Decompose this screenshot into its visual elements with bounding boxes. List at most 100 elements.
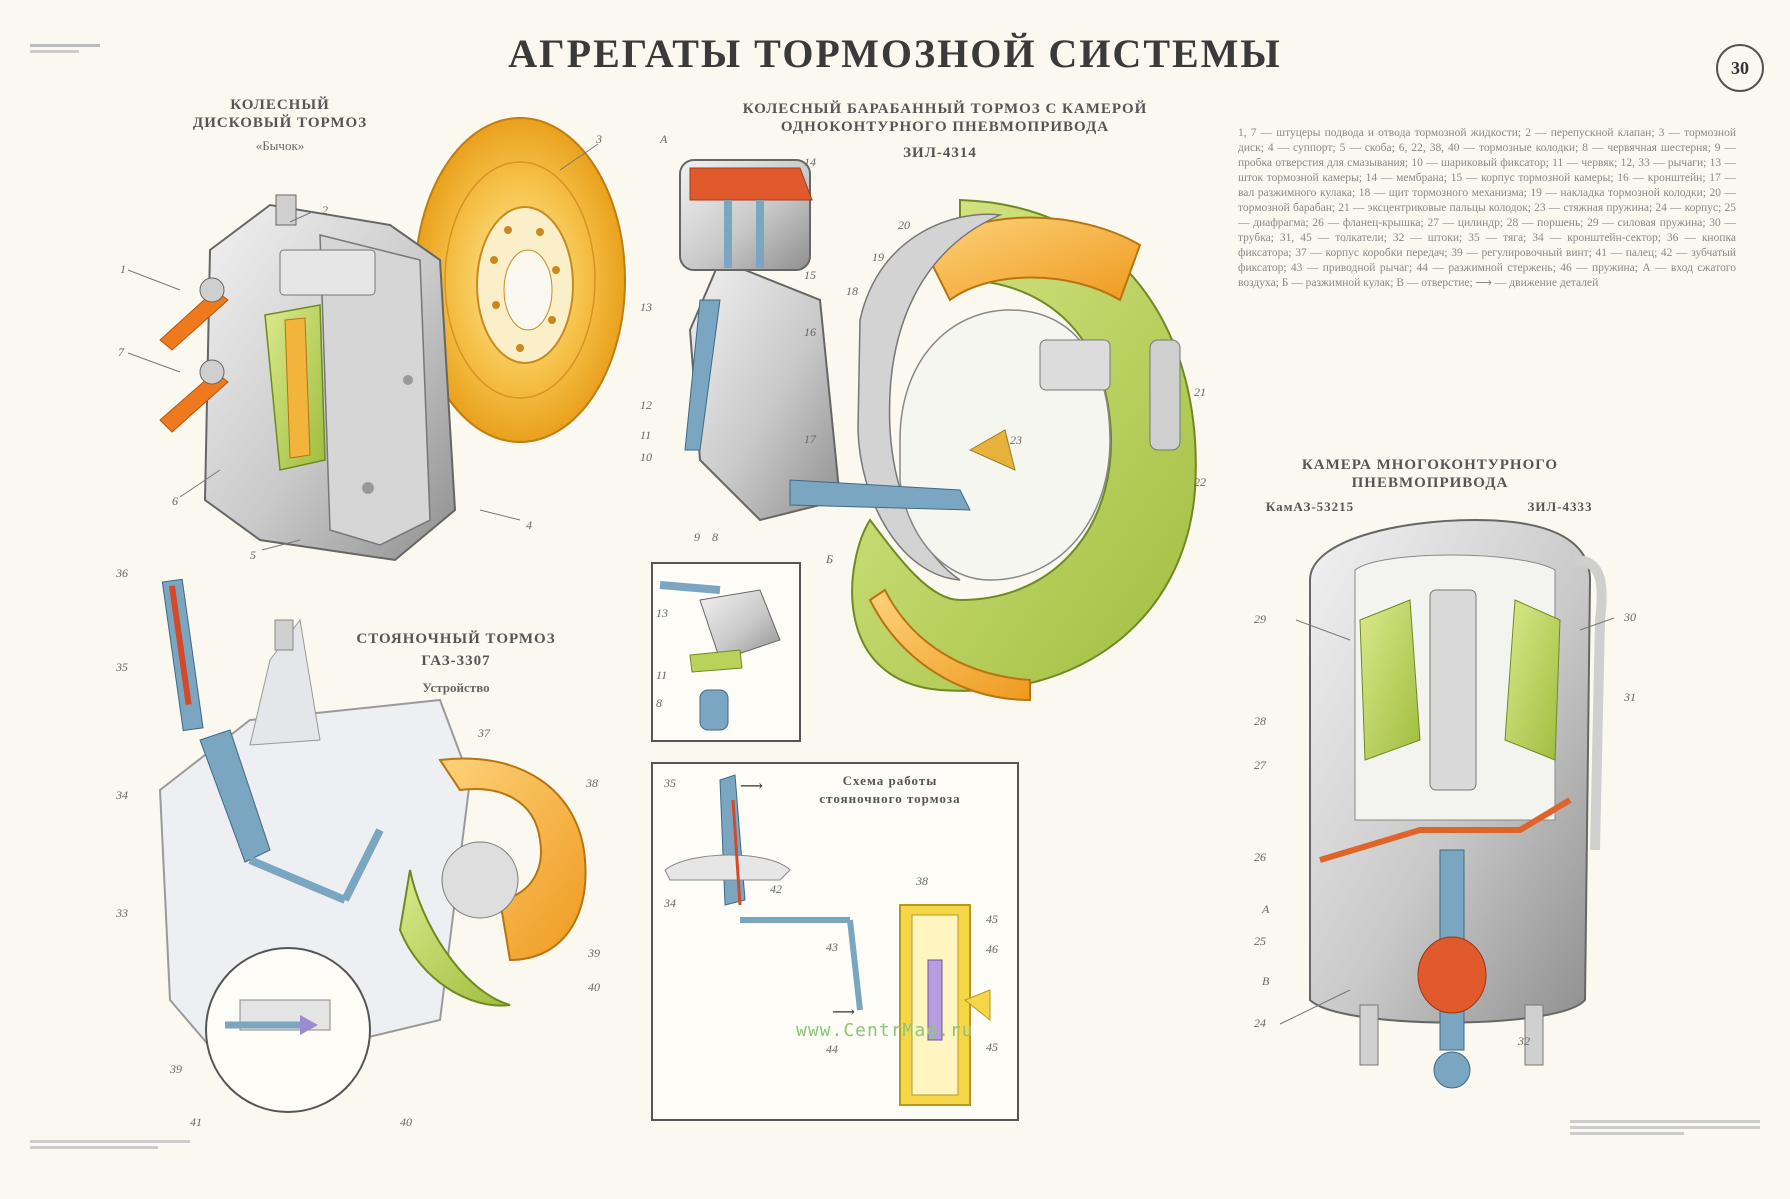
callout-36: 36 <box>116 566 128 580</box>
chamber-callout-32: 32 <box>1518 1034 1530 1048</box>
parts-legend: 1, 7 — штуцеры подвода и отвода тормозно… <box>1238 127 1736 289</box>
scheme-callout-46: 46 <box>986 942 998 956</box>
callout-B: Б <box>826 552 834 566</box>
parking-scheme-title-line1: Схема работы <box>842 773 938 788</box>
chamber-callout-30: 30 <box>1624 610 1636 624</box>
callout-6: 6 <box>172 494 178 508</box>
chamber-callout-A: А <box>1262 902 1270 916</box>
callout-13: 13 <box>640 300 652 314</box>
callout-3: 3 <box>596 132 602 146</box>
callout-14: 14 <box>804 155 816 169</box>
detail-callout-41: 41 <box>190 1115 202 1129</box>
scheme-callout-34: 34 <box>664 896 676 910</box>
callout-8: 8 <box>712 530 718 544</box>
disc-brake-title-line2: ДИСКОВЫЙ ТОРМОЗ <box>192 115 368 131</box>
scheme-callout-45: 45 <box>986 912 998 926</box>
callout-7: 7 <box>118 345 124 359</box>
chamber-title-line1: КАМЕРА МНОГОКОНТУРНОГО <box>1301 457 1559 473</box>
scheme-callout-44: 44 <box>826 1042 838 1056</box>
scheme-callout-38: 38 <box>916 874 928 888</box>
chamber-callout-27: 27 <box>1254 758 1266 772</box>
fitting-upper <box>159 289 229 351</box>
scheme-callout-45b: 45 <box>986 1040 998 1054</box>
callout-18: 18 <box>846 284 858 298</box>
inset-callout-8: 8 <box>656 696 662 710</box>
chamber-model-right: ЗИЛ-4333 <box>1527 499 1593 514</box>
parking-brake-model: ГАЗ-3307 <box>421 653 491 669</box>
disc-brake-model: «Бычок» <box>255 138 305 153</box>
callout-22: 22 <box>1194 475 1206 489</box>
callout-34: 34 <box>116 788 128 802</box>
callout-38: 38 <box>586 776 598 790</box>
parking-lever <box>199 729 271 863</box>
disc-brake-title-line1: КОЛЕСНЫЙ <box>230 97 330 113</box>
leader-lines <box>127 143 1615 1025</box>
drum-inset <box>651 562 801 742</box>
parking-scheme-diagram <box>651 762 1019 1121</box>
callout-19: 19 <box>872 250 884 264</box>
arrow-right-icon: ⟶ <box>740 776 763 795</box>
scheme-callout-35: 35 <box>664 776 676 790</box>
chamber-title-line2: ПНЕВМОПРИВОДА <box>1351 475 1509 491</box>
camshaft <box>789 479 971 511</box>
callout-11: 11 <box>640 428 652 442</box>
drum-brake-model: ЗИЛ-4314 <box>903 145 977 161</box>
drum-brake-illustration <box>679 159 1197 702</box>
parking-brake-illustration <box>158 578 587 1113</box>
callout-10: 10 <box>640 450 652 464</box>
parking-scheme-title-line2: стояночного тормоза <box>819 791 961 806</box>
chamber-callout-24: 24 <box>1254 1016 1266 1030</box>
chamber-callout-25: 25 <box>1254 934 1266 948</box>
disc-brake-illustration <box>159 117 626 562</box>
parking-brake-title: СТОЯНОЧНЫЙ ТОРМОЗ <box>356 631 556 647</box>
callout-35: 35 <box>116 660 128 674</box>
callout-2: 2 <box>322 203 328 217</box>
drum-brake-title-line1: КОЛЕСНЫЙ БАРАБАННЫЙ ТОРМОЗ С КАМЕРОЙ <box>742 101 1148 117</box>
detail-callout-40: 40 <box>400 1115 412 1129</box>
callout-23: 23 <box>1010 433 1022 447</box>
inset-callout-11: 11 <box>656 668 668 682</box>
disc-brake-title: КОЛЕСНЫЙ ДИСКОВЫЙ ТОРМОЗ <box>160 96 400 132</box>
callout-33: 33 <box>116 906 128 920</box>
chamber-callout-29: 29 <box>1254 612 1266 626</box>
callout-40: 40 <box>588 980 600 994</box>
slack-adjuster <box>684 299 721 451</box>
page-number-badge: 30 <box>1716 44 1764 92</box>
drum-lining-bottom <box>868 588 1031 702</box>
callout-9: 9 <box>694 530 700 544</box>
callout-20: 20 <box>898 218 910 232</box>
drum-brake-title-line2: ОДНОКОНТУРНОГО ПНЕВМОПРИВОДА <box>780 119 1110 135</box>
detail-callout-39: 39 <box>170 1062 182 1076</box>
chamber-pipe <box>1574 555 1607 851</box>
chamber-illustration <box>1309 518 1607 1089</box>
drum-brake-title: КОЛЕСНЫЙ БАРАБАННЫЙ ТОРМОЗ С КАМЕРОЙ ОДН… <box>700 100 1190 136</box>
chamber-callout-28: 28 <box>1254 714 1266 728</box>
callout-4: 4 <box>526 518 532 532</box>
callout-15: 15 <box>804 268 816 282</box>
scheme-callout-43: 43 <box>826 940 838 954</box>
callout-17: 17 <box>804 432 816 446</box>
parking-shoe <box>398 869 511 1007</box>
chamber-model-left: КамАЗ-53215 <box>1265 499 1355 514</box>
corner-print-bottom-right <box>1570 1120 1760 1135</box>
callout-16: 16 <box>804 325 816 339</box>
parking-brake-subtitle: Устройство <box>422 680 490 695</box>
chamber-callout-26: 26 <box>1254 850 1266 864</box>
callout-39: 39 <box>588 946 600 960</box>
chamber-title: КАМЕРА МНОГОКОНТУРНОГО ПНЕВМОПРИВОДА <box>1280 456 1580 492</box>
corner-print-bottom-left <box>30 1140 190 1149</box>
chamber-callout-31: 31 <box>1624 690 1636 704</box>
callout-5: 5 <box>250 548 256 562</box>
fitting-lower <box>159 371 229 433</box>
callout-A: А <box>660 132 668 146</box>
watermark: www.CentrMag.ru <box>796 1020 974 1041</box>
page-title: АГРЕГАТЫ ТОРМОЗНОЙ СИСТЕМЫ <box>508 31 1282 76</box>
parking-scheme-title: Схема работы стояночного тормоза <box>790 772 990 808</box>
callout-21: 21 <box>1194 385 1206 399</box>
callout-1: 1 <box>120 262 126 276</box>
arrow-right-icon-2: ⟶ <box>832 1002 855 1021</box>
scheme-callout-42: 42 <box>770 882 782 896</box>
parking-drum <box>438 757 587 962</box>
callout-37: 37 <box>478 726 490 740</box>
